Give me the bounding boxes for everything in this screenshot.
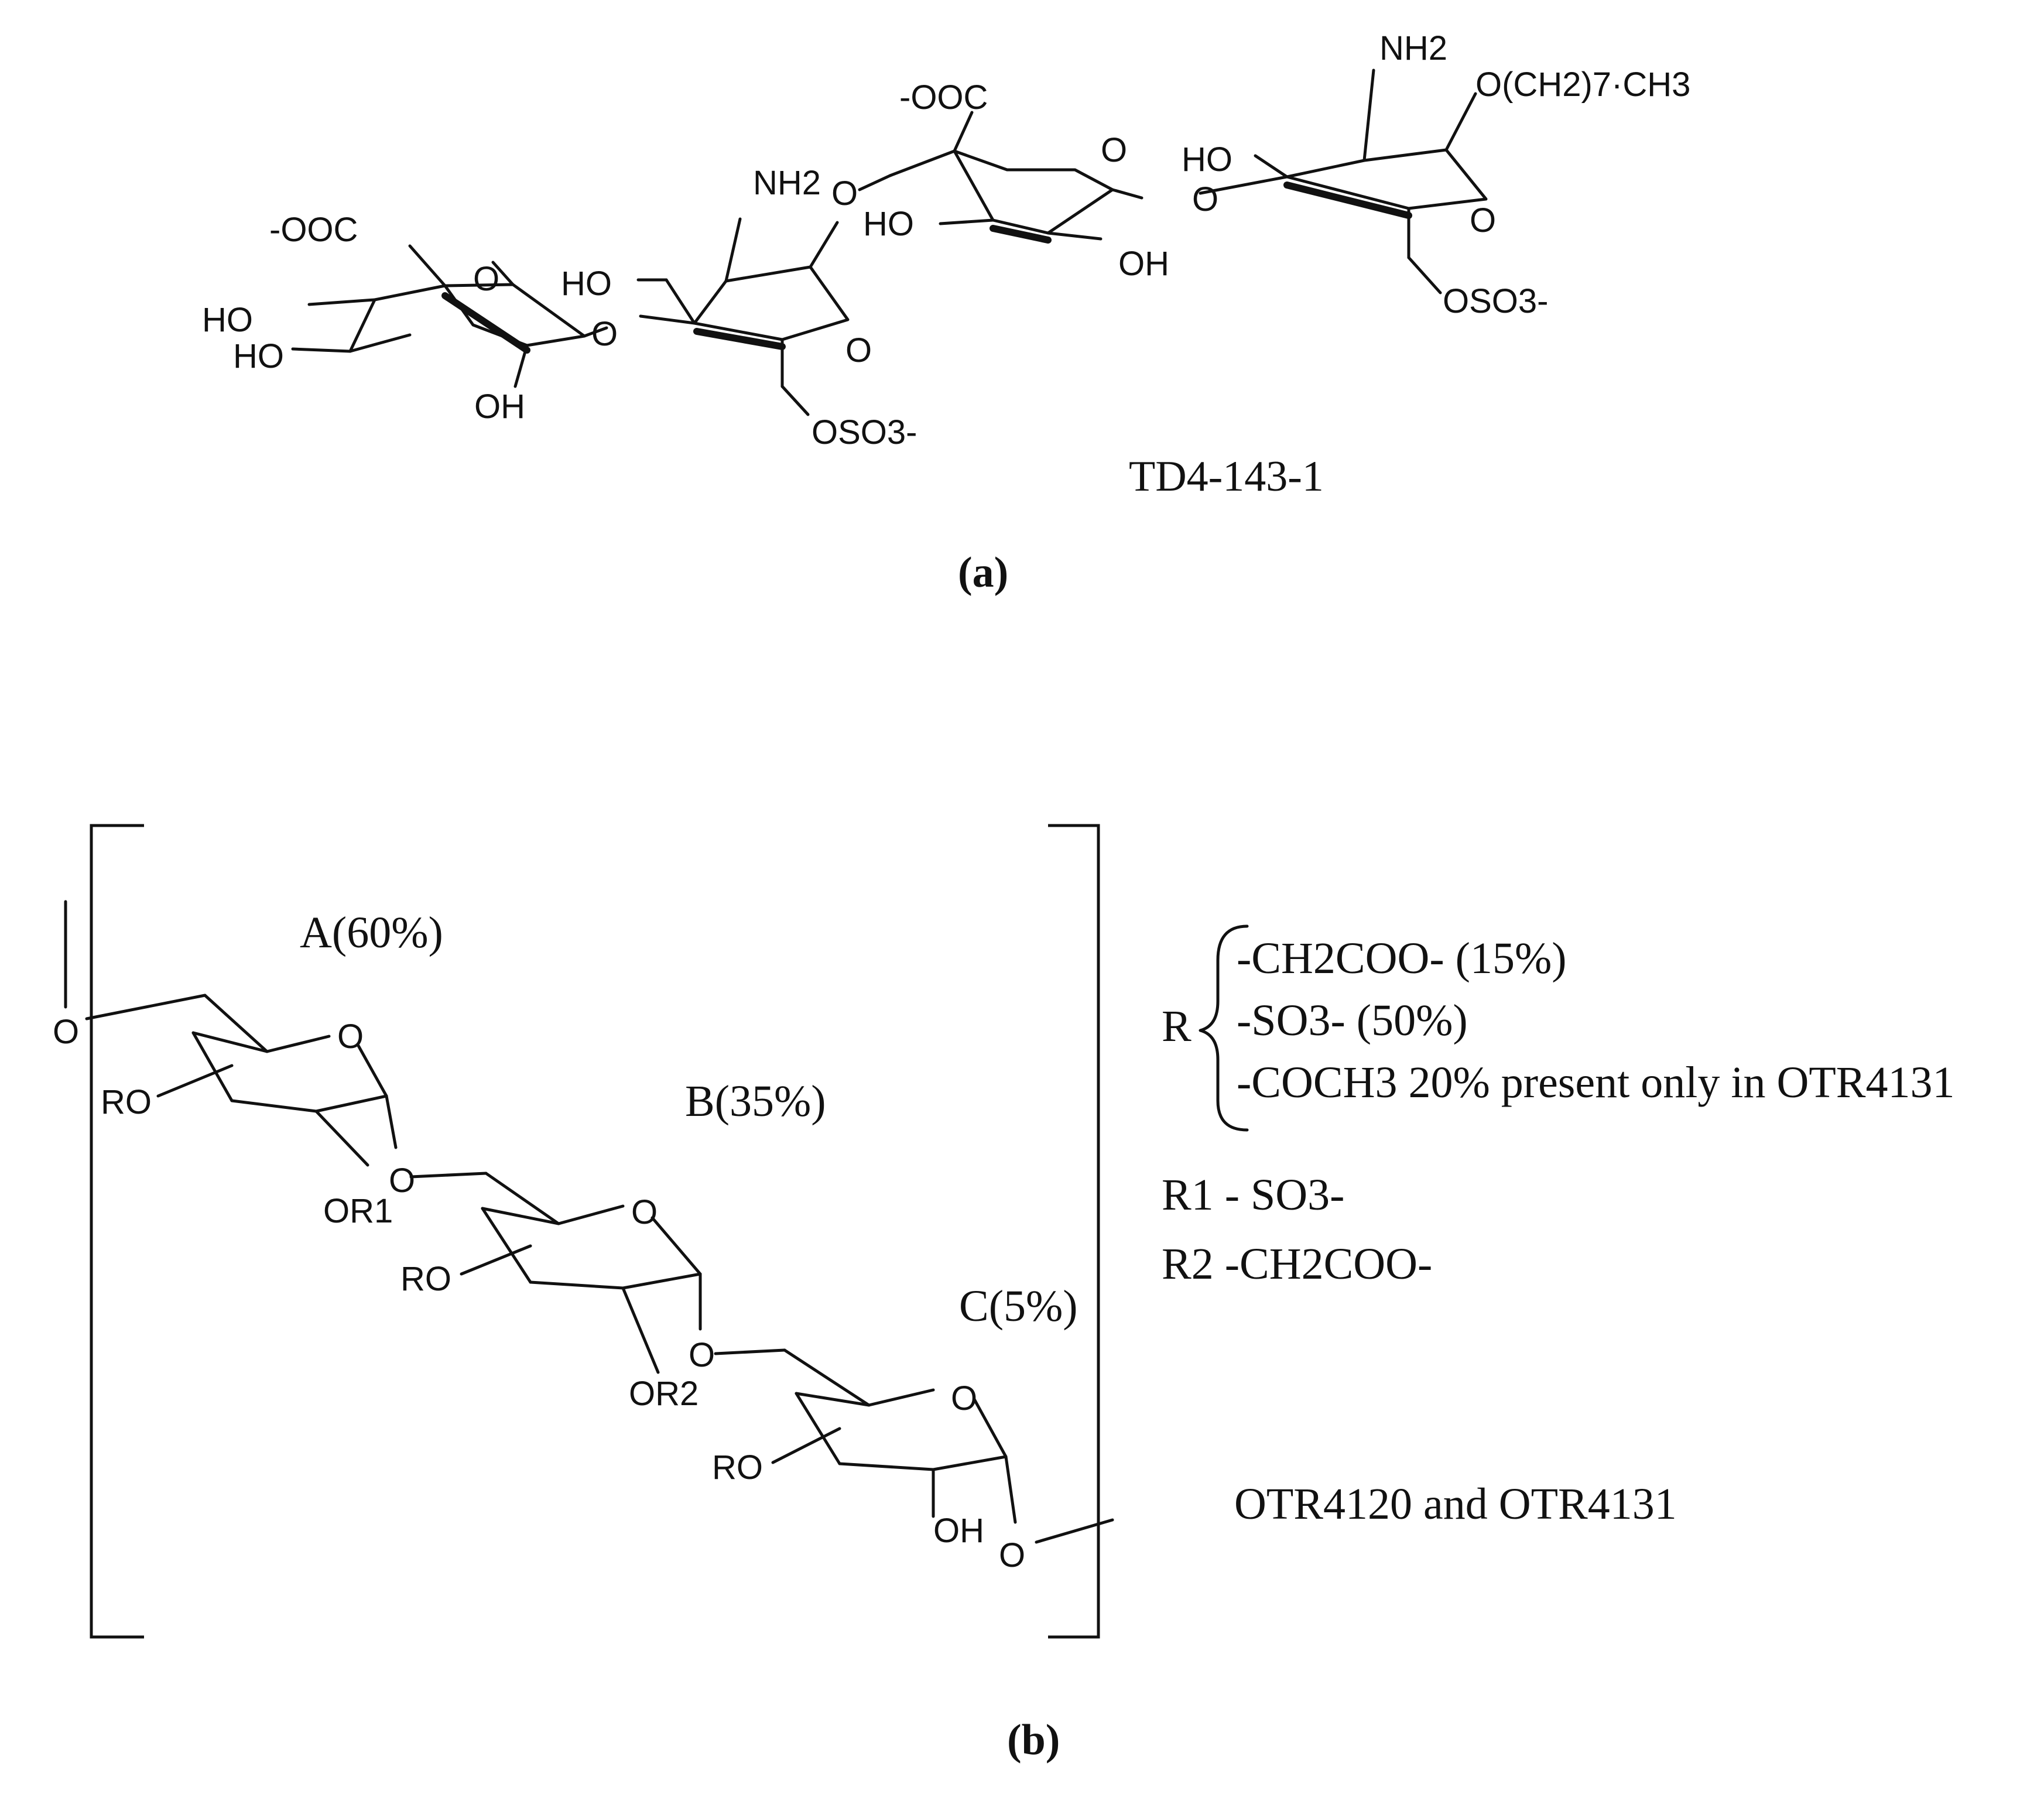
ring-oxygen-label-1: O — [473, 260, 499, 298]
glycosidic-oxygen-label-1: O — [591, 315, 618, 353]
glycosidic-oxygen-label-3: O — [1192, 180, 1218, 218]
structure-td4-143-1 — [291, 69, 1488, 416]
ether-label-or2: OR2 — [629, 1375, 699, 1413]
ring-oxygen-label-4: O — [1470, 201, 1496, 239]
ring-oxygen-label-b: O — [631, 1193, 658, 1231]
r-option-2: -SO3- (50%) — [1237, 996, 1468, 1045]
ring-oxygen-label-3: O — [1101, 131, 1127, 169]
ring-oxygen-label-a: O — [337, 1018, 364, 1056]
amine-label-2: NH2 — [1379, 29, 1447, 67]
hydroxyl-label-c: OH — [933, 1512, 984, 1550]
ether-label-ro-b: RO — [400, 1260, 451, 1298]
glycosidic-oxygen-label-2: O — [831, 174, 858, 213]
ether-label-ro-c: RO — [712, 1448, 763, 1487]
structure-otr-polymer — [64, 900, 1114, 1544]
panel-caption-a: (a) — [958, 549, 1008, 597]
r1-definition: R1 - SO3- — [1162, 1170, 1344, 1220]
panel-caption-b: (b) — [1007, 1716, 1060, 1764]
glycosidic-oxygen-label-ab: O — [389, 1162, 415, 1200]
amine-label-1: NH2 — [753, 164, 821, 202]
r2-definition: R2 -CH2COO- — [1162, 1239, 1432, 1289]
unit-c-label: C(5%) — [959, 1282, 1078, 1331]
ether-label-ro-a: RO — [101, 1083, 152, 1121]
hydroxyl-label-6: OH — [1118, 245, 1169, 283]
carboxylate-label-1: -OOC — [269, 211, 358, 249]
hydroxyl-label-3: OH — [474, 388, 525, 426]
brackets — [90, 824, 1100, 1639]
unit-b-label: B(35%) — [685, 1077, 826, 1126]
octyl-ether-label: O(CH2)7·CH3 — [1475, 66, 1690, 104]
compound-label-td4-143-1: TD4-143-1 — [1129, 453, 1324, 501]
compounds-label: OTR4120 and OTR4131 — [1234, 1480, 1677, 1529]
hydroxyl-label-1: HO — [202, 301, 253, 339]
carboxylate-label-2: -OOC — [899, 78, 988, 117]
r-option-1: -CH2COO- (15%) — [1237, 934, 1567, 983]
ether-label-or1: OR1 — [323, 1192, 393, 1230]
hydroxyl-label-7: HO — [1182, 141, 1232, 179]
hydroxyl-label-5: HO — [863, 205, 914, 243]
sulfate-label-1: OSO3- — [812, 413, 917, 451]
hydroxyl-label-4: HO — [561, 265, 612, 303]
glycosidic-oxygen-label-bc: O — [689, 1336, 715, 1374]
sulfate-label-2: OSO3- — [1443, 282, 1549, 320]
r-option-3: -COCH3 20% present only in OTR4131 — [1237, 1058, 1954, 1107]
terminal-oxygen-label-right: O — [999, 1536, 1025, 1574]
ring-oxygen-label-2: O — [845, 331, 872, 369]
hydroxyl-label-2: HO — [233, 337, 284, 375]
r-group-label: R — [1162, 1002, 1192, 1051]
ring-oxygen-label-c: O — [951, 1379, 977, 1417]
terminal-oxygen-label-left: O — [53, 1013, 79, 1051]
r-group-brace — [1199, 924, 1249, 1132]
unit-a-label: A(60%) — [300, 908, 443, 957]
